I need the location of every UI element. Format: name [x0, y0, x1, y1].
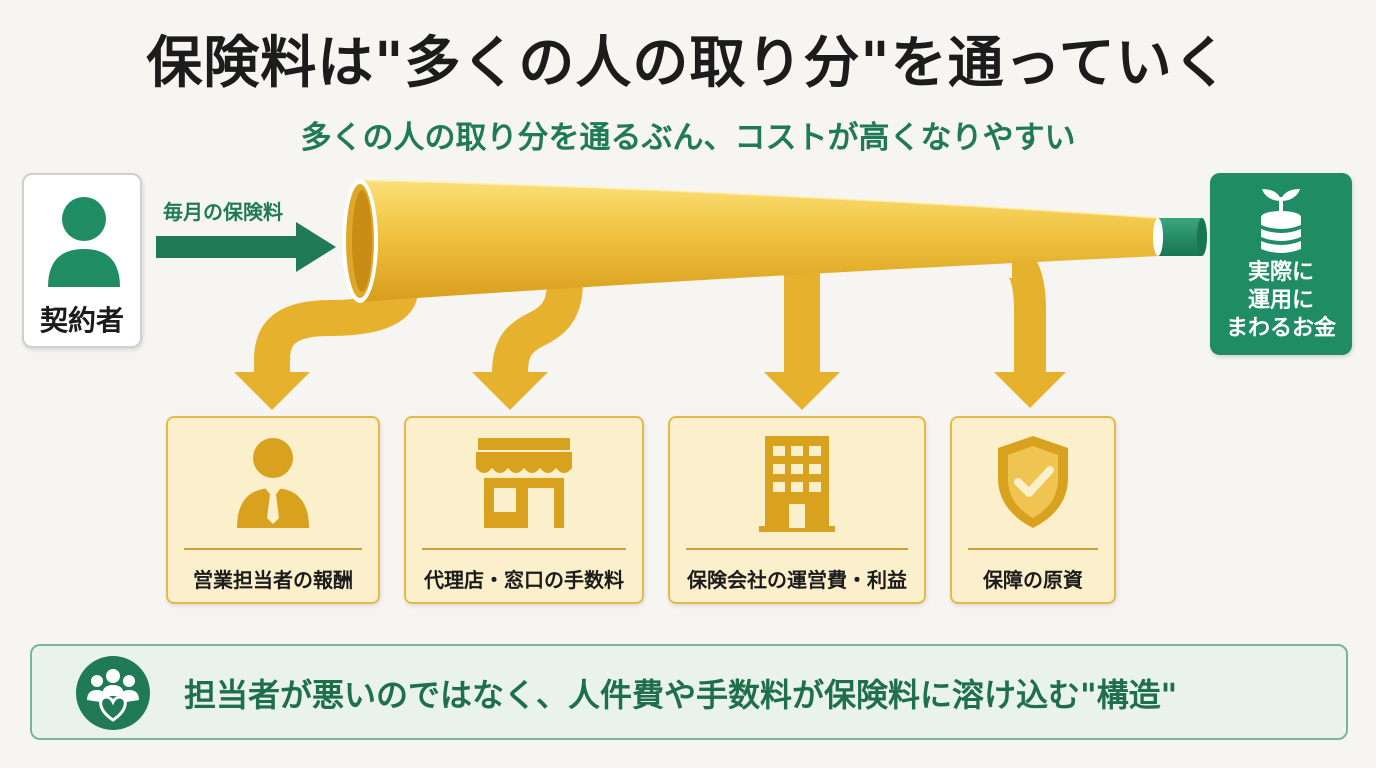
person-icon	[48, 197, 120, 287]
cost-label-coverage: 保障の原資	[983, 568, 1083, 592]
page-title: 保険料は"多くの人の取り分"を通っていく	[146, 31, 1230, 96]
salesperson-icon	[237, 438, 309, 528]
bottom-message: 担当者が悪いのではなく、人件費や手数料が保険料に溶け込む"構造"	[184, 676, 1178, 714]
branch-agency	[472, 281, 583, 410]
contractor-card: 契約者	[22, 173, 142, 348]
premium-arrow	[156, 222, 336, 272]
sprout-coins-icon	[1261, 189, 1301, 253]
storefront-icon	[476, 438, 572, 528]
page-subtitle: 多くの人の取り分を通るぶん、コストが高くなりやすい	[300, 120, 1076, 156]
branch-sales	[234, 287, 418, 410]
cost-box-agency: 代理店・窓口の手数料	[404, 416, 644, 604]
cost-box-company: 保険会社の運営費・利益	[668, 416, 926, 604]
branch-coverage	[994, 246, 1066, 408]
cost-box-sales: 営業担当者の報酬	[166, 416, 380, 604]
cost-box-coverage: 保障の原資	[950, 416, 1116, 604]
real-money-box: 実際に 運用に まわるお金	[1210, 173, 1352, 355]
premium-arrow-label: 毎月の保険料	[163, 200, 283, 224]
branch-company	[764, 272, 840, 410]
building-icon	[759, 436, 835, 532]
real-money-label: 実際に 運用に まわるお金	[1225, 260, 1336, 341]
cost-label-sales: 営業担当者の報酬	[193, 568, 353, 592]
cost-label-company: 保険会社の運営費・利益	[687, 568, 907, 592]
people-heart-icon	[76, 656, 150, 730]
shield-check-icon	[998, 436, 1068, 528]
cost-label-agency: 代理店・窓口の手数料	[424, 568, 624, 592]
bottom-message-bar: 担当者が悪いのではなく、人件費や手数料が保険料に溶け込む"構造"	[30, 644, 1348, 740]
funnel-pipe	[342, 179, 1207, 303]
contractor-label: 契約者	[39, 304, 124, 337]
